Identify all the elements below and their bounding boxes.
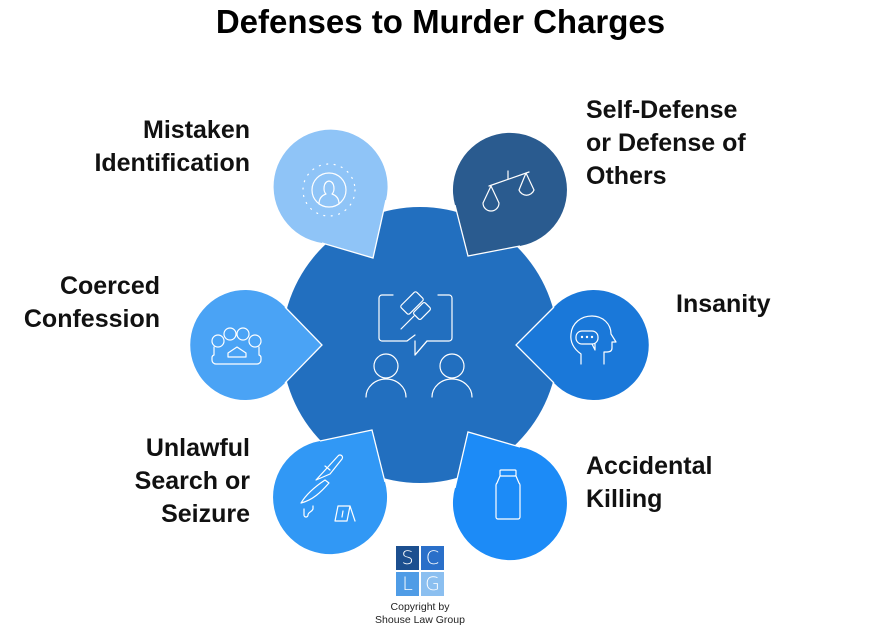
label-line: Others xyxy=(586,162,667,190)
petal-insanity[interactable] xyxy=(516,290,649,400)
copyright-line: Shouse Law Group xyxy=(375,614,465,626)
label-line: Search or xyxy=(134,467,250,495)
label-line: Self-Defense xyxy=(586,96,738,124)
logo-cell-s: S xyxy=(396,546,419,570)
logo-cell-c: C xyxy=(421,546,444,570)
petal-self-defense[interactable] xyxy=(452,132,567,256)
label-line: or Defense of xyxy=(586,129,746,157)
knife-evidence-marker-icon xyxy=(300,454,356,522)
scales-icon xyxy=(482,170,535,212)
sclg-logo: S C L G xyxy=(396,546,444,596)
label-line: Confession xyxy=(23,305,160,333)
logo-cell-l: L xyxy=(396,572,419,596)
petal-outlines xyxy=(284,199,555,489)
label-line: Mistaken xyxy=(143,116,250,144)
head-speech-bubble-icon xyxy=(570,315,617,365)
copyright-line: Copyright by xyxy=(390,601,450,613)
gavel-speech-bubble-two-people-icon xyxy=(365,291,473,398)
label-line: Unlawful xyxy=(145,434,250,462)
label-unlawful-search: Unlawful Search or Seizure xyxy=(135,432,250,531)
label-line: Accidental xyxy=(586,452,713,480)
label-insanity: Insanity xyxy=(676,288,770,321)
petal-unlawful-search[interactable] xyxy=(273,430,388,555)
logo-cell-g: G xyxy=(421,572,444,596)
brass-knuckles-icon xyxy=(211,327,262,365)
petal-coerced-confession[interactable] xyxy=(190,289,322,400)
copyright-notice: Copyright by Shouse Law Group xyxy=(350,601,490,627)
label-line: Killing xyxy=(586,485,663,513)
label-coerced-confession: Coerced Confession xyxy=(24,270,160,336)
label-line: Seizure xyxy=(161,500,250,528)
center-hub xyxy=(282,207,558,483)
page-title: Defenses to Murder Charges xyxy=(215,3,666,40)
label-line: Coerced xyxy=(59,272,160,300)
bottle-icon xyxy=(495,469,521,520)
person-portrait-icon xyxy=(302,163,356,217)
label-line: Insanity xyxy=(676,290,771,318)
petal-accidental-killing[interactable] xyxy=(452,432,567,561)
label-line: Identification xyxy=(94,149,250,177)
label-self-defense: Self-Defense or Defense of Others xyxy=(586,94,746,193)
label-mistaken-identification: Mistaken Identification xyxy=(94,114,250,180)
petal-mistaken-identification[interactable] xyxy=(273,129,388,258)
label-accidental-killing: Accidental Killing xyxy=(586,450,712,516)
